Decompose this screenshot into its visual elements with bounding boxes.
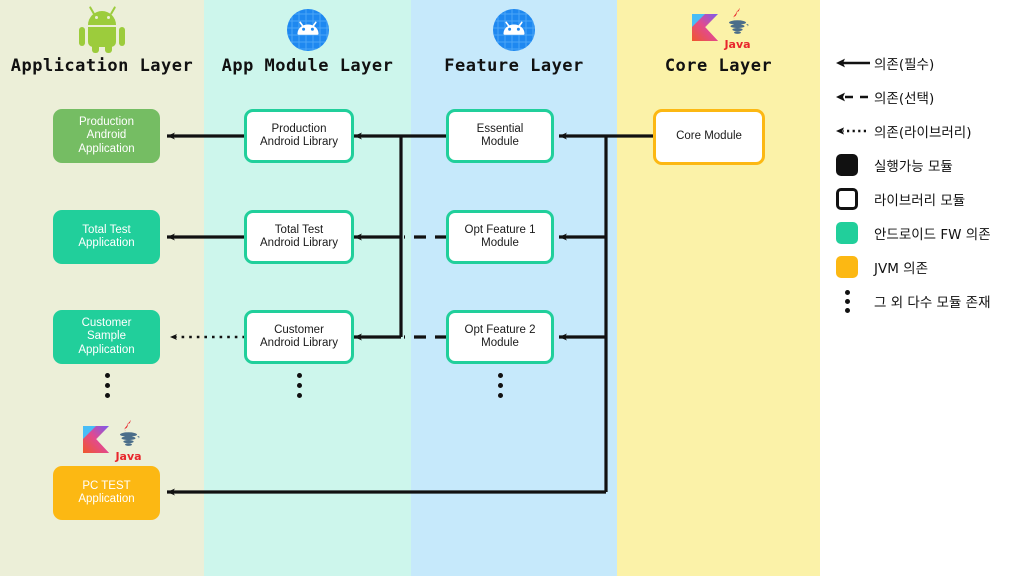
- amber-square-icon: [836, 256, 874, 278]
- legend-row-android-fw-dependency: 안드로이드 FW 의존: [836, 216, 1024, 250]
- legend-row-executable-module: 실행가능 모듈: [836, 148, 1024, 182]
- legend-label: 의존(선택): [874, 91, 935, 107]
- node-total-test-android-library[interactable]: Total Test Android Library: [244, 210, 354, 264]
- node-label: Total Test Android Library: [260, 223, 338, 249]
- legend-label: 그 외 다수 모듈 존재: [874, 295, 991, 311]
- layer-heading-feature: Feature Layer: [411, 4, 617, 76]
- node-label: PC TEST Application: [78, 479, 135, 505]
- node-total-test-application[interactable]: Total Test Application: [53, 210, 160, 264]
- outline-square-icon: [836, 188, 874, 210]
- layer-title-app-module: App Module Layer: [221, 56, 394, 76]
- node-production-android-library[interactable]: Production Android Library: [244, 109, 354, 163]
- node-pc-test-application[interactable]: PC TEST Application: [53, 466, 160, 520]
- legend-label: 안드로이드 FW 의존: [874, 227, 991, 243]
- dotted-arrow-icon: [836, 124, 874, 138]
- more-modules-ellipsis-app-module: [293, 373, 305, 398]
- kotlin-java-icon: Java: [617, 4, 820, 56]
- android-robot-icon: [0, 4, 204, 56]
- layer-title-core: Core Layer: [664, 56, 773, 76]
- more-modules-ellipsis-application: [101, 373, 113, 398]
- legend-label: 의존(라이브러리): [874, 125, 972, 141]
- layer-column-app-module: [204, 0, 411, 576]
- legend-label: 실행가능 모듈: [874, 159, 953, 175]
- node-label: Opt Feature 2 Module: [464, 323, 536, 349]
- legend-panel-background: [820, 0, 1024, 576]
- node-opt-feature-2-module[interactable]: Opt Feature 2 Module: [446, 310, 554, 364]
- legend: 의존(필수) 의존(선택) 의존(라이브러리) 실행가능 모듈: [836, 46, 1024, 318]
- more-modules-ellipsis-feature: [494, 373, 506, 398]
- legend-row-library-dependency: 의존(라이브러리): [836, 114, 1024, 148]
- legend-label: JVM 의존: [874, 261, 928, 277]
- legend-row-required-dependency: 의존(필수): [836, 46, 1024, 80]
- kotlin-logo: [691, 14, 718, 41]
- android-circle-icon: [411, 4, 617, 56]
- node-opt-feature-1-module[interactable]: Opt Feature 1 Module: [446, 210, 554, 264]
- layer-column-feature: [411, 0, 617, 576]
- legend-label: 의존(필수): [874, 57, 935, 73]
- dashed-arrow-icon: [836, 90, 874, 104]
- svg-text:Java: Java: [114, 450, 141, 463]
- node-production-android-application[interactable]: Production Android Application: [53, 109, 160, 163]
- node-label: Essential Module: [476, 122, 524, 148]
- layer-title-application: Application Layer: [10, 56, 194, 76]
- layer-title-feature: Feature Layer: [444, 56, 584, 76]
- node-customer-android-library[interactable]: Customer Android Library: [244, 310, 354, 364]
- android-circle-icon: [204, 4, 411, 56]
- vertical-dots-icon: [836, 289, 874, 313]
- solid-arrow-icon: [836, 56, 874, 70]
- teal-square-icon: [836, 222, 874, 244]
- node-label: Customer Sample Application: [78, 317, 135, 356]
- svg-text:Java: Java: [723, 38, 750, 51]
- legend-row-jvm-dependency: JVM 의존: [836, 250, 1024, 284]
- node-label: Core Module: [676, 130, 742, 143]
- node-essential-module[interactable]: Essential Module: [446, 109, 554, 163]
- layer-heading-application: Application Layer: [0, 4, 204, 76]
- legend-row-library-module: 라이브러리 모듈: [836, 182, 1024, 216]
- node-label: Customer Android Library: [260, 323, 338, 349]
- layer-column-core: [617, 0, 820, 576]
- legend-row-more-modules: 그 외 다수 모듈 존재: [836, 284, 1024, 318]
- kotlin-java-icon: Java: [79, 419, 142, 464]
- node-label: Production Android Application: [78, 116, 135, 155]
- node-label: Opt Feature 1 Module: [464, 223, 536, 249]
- node-label: Total Test Application: [78, 223, 135, 249]
- layer-heading-app-module: App Module Layer: [204, 4, 411, 76]
- node-label: Production Android Library: [260, 122, 338, 148]
- node-customer-sample-application[interactable]: Customer Sample Application: [53, 310, 160, 364]
- java-logo: Java: [723, 8, 750, 51]
- filled-square-icon: [836, 154, 874, 176]
- node-core-module[interactable]: Core Module: [653, 109, 765, 165]
- legend-row-optional-dependency: 의존(선택): [836, 80, 1024, 114]
- legend-label: 라이브러리 모듈: [874, 193, 966, 209]
- layer-heading-core: Java Core Layer: [617, 4, 820, 76]
